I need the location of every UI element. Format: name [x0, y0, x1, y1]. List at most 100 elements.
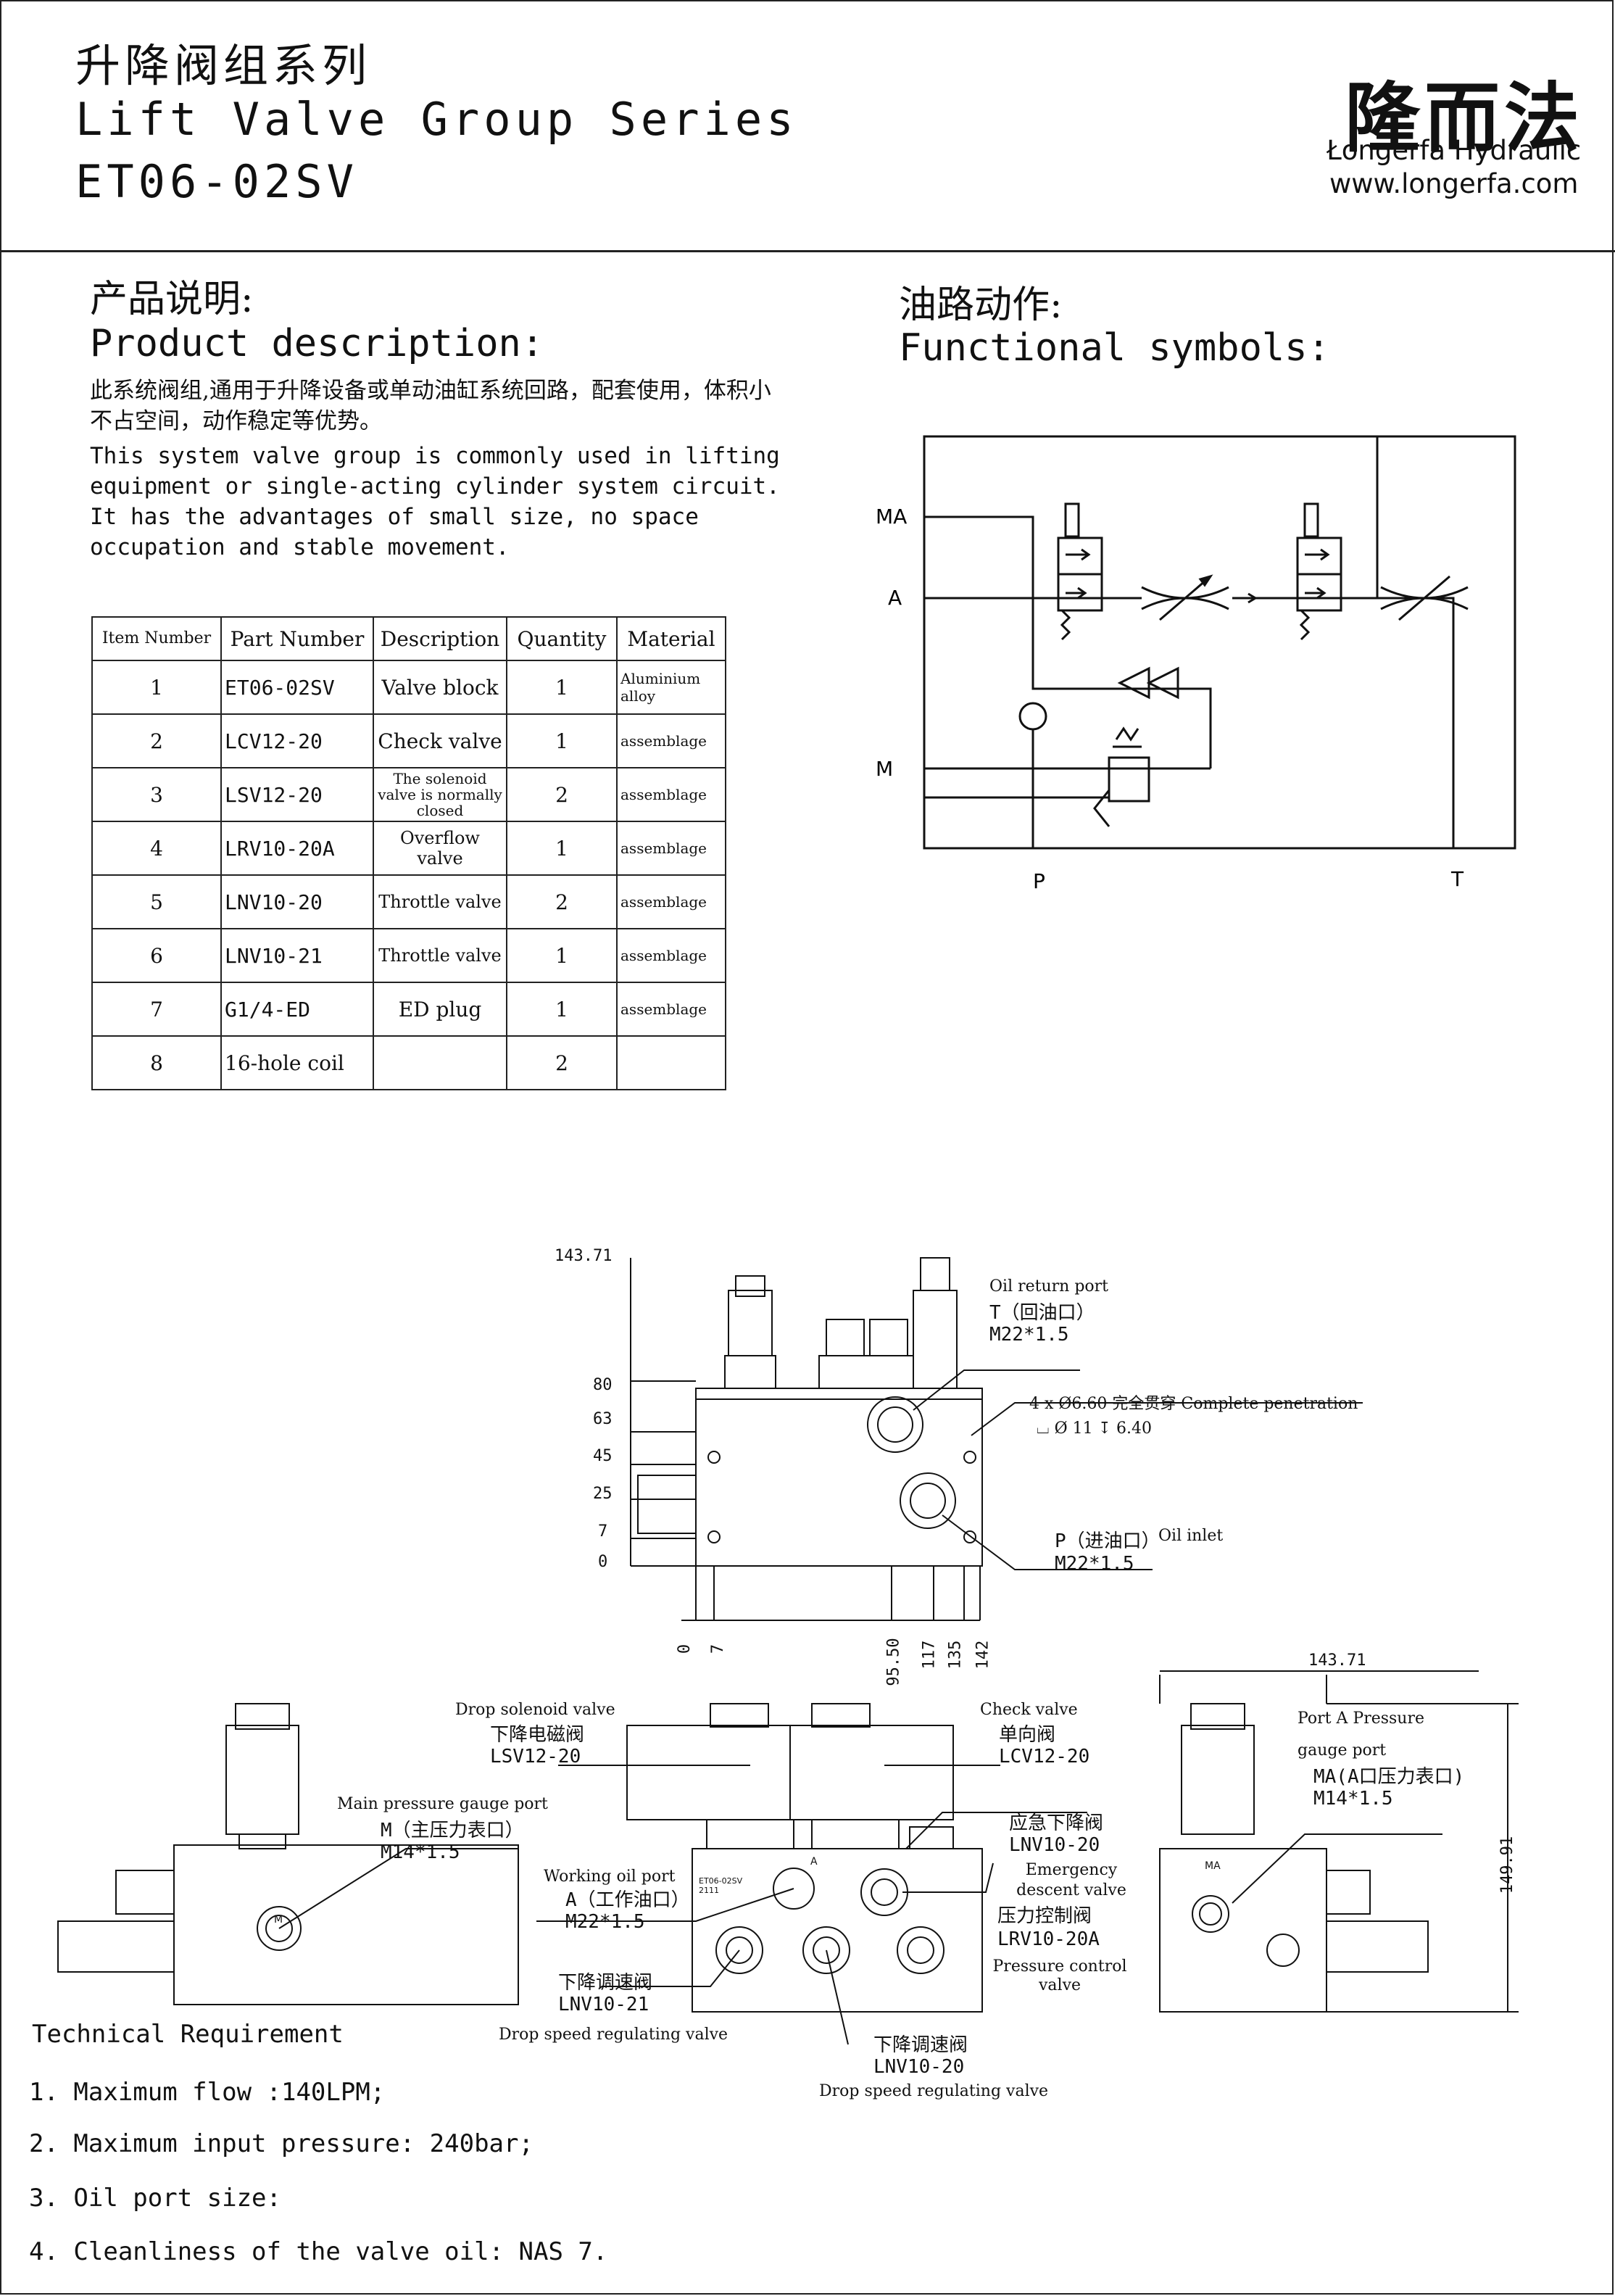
drop-solenoid-label-en: Drop solenoid valve	[455, 1701, 615, 1719]
table-row: 2 LCV12-20 Check valve 1 assemblage	[91, 713, 726, 768]
cell-item: 4	[91, 821, 222, 876]
cell-part: LSV12-20	[220, 767, 374, 822]
emergency-valve-label-cn: 应急下降阀	[1009, 1812, 1104, 1834]
table-row: 4 LRV10-20A Overflow valve 1 assemblage	[91, 821, 726, 876]
symbols-heading-cn: 油路动作:	[899, 283, 1063, 327]
cell-qty: 2	[506, 874, 618, 929]
cell-desc: Overflow valve	[373, 821, 507, 876]
cell-material: assemblage	[616, 821, 726, 876]
cell-material: assemblage	[616, 982, 726, 1037]
cell-item: 3	[91, 767, 222, 822]
t-port-label-en: Oil return port	[989, 1277, 1109, 1296]
requirements-heading: Technical Requirement	[32, 2020, 344, 2049]
t-port-size: M22*1.5	[989, 1324, 1069, 1346]
table-row: 7 G1/4-ED ED plug 1 assemblage	[91, 982, 726, 1037]
emergency-valve-pn: LNV10-20	[1009, 1834, 1100, 1856]
cell-desc: Throttle valve	[373, 928, 507, 983]
brand-logo-cn: 隆而法	[1345, 74, 1585, 162]
port-a-gauge-label-en-2: gauge port	[1298, 1741, 1387, 1760]
cell-part: LRV10-20A	[220, 821, 374, 876]
description-heading-cn: 产品说明:	[90, 278, 254, 321]
cell-desc	[373, 1035, 507, 1090]
main-gauge-label-en: Main pressure gauge port	[337, 1795, 548, 1813]
dim-x-95-50: 95.50	[884, 1638, 903, 1686]
main-gauge-size: M14*1.5	[381, 1841, 460, 1863]
port-a-gauge-label-en-1: Port A Pressure	[1298, 1709, 1425, 1728]
port-label-p: P	[1033, 869, 1045, 893]
valve-block-side-right	[1159, 1848, 1327, 2013]
drop-speed-1-label-cn: 下降调速阀	[558, 1972, 653, 1994]
cell-material: assemblage	[616, 767, 726, 822]
cell-material: assemblage	[616, 874, 726, 929]
title-en: Lift Valve Group Series	[75, 93, 798, 146]
cell-material: assemblage	[616, 928, 726, 983]
main-gauge-label-cn: M（主压力表口）	[381, 1820, 524, 1841]
drop-solenoid-label-cn: 下降电磁阀	[490, 1724, 585, 1746]
requirement-item: 3. Oil port size:	[29, 2184, 281, 2213]
table-header-row: Item Number Part Number Description Quan…	[91, 616, 726, 661]
valve-block-side-left	[173, 1844, 519, 2005]
work-port-size: M22*1.5	[565, 1911, 645, 1933]
dim-x-142: 142	[973, 1640, 992, 1670]
drop-speed-1-pn: LNV10-21	[558, 1994, 649, 2015]
p-port-label-cn: P（进油口）	[1055, 1530, 1161, 1552]
port-mark-a: A	[810, 1856, 818, 1868]
work-port-label-cn: A（工作油口）	[565, 1889, 690, 1911]
drop-speed-2-pn: LNV10-20	[873, 2056, 965, 2078]
dim-x-135: 135	[946, 1640, 965, 1670]
cell-part: G1/4-ED	[220, 982, 374, 1037]
parts-table: Item Number Part Number Description Quan…	[91, 616, 726, 1090]
p-port-size: M22*1.5	[1055, 1553, 1134, 1575]
cell-material	[616, 1035, 726, 1090]
p-port-label-en: Oil inlet	[1158, 1527, 1224, 1545]
cell-part: LNV10-21	[220, 928, 374, 983]
col-item-number: Item Number	[91, 616, 222, 661]
check-valve-label-en: Check valve	[980, 1701, 1078, 1719]
table-row: 1 ET06-02SV Valve block 1 Aluminium allo…	[91, 660, 726, 715]
cell-item: 8	[91, 1035, 222, 1090]
brand-name: Łongerfa Hydraulic	[1327, 135, 1582, 166]
hydraulic-schematic: MA A M P T	[876, 435, 1516, 893]
header-divider	[0, 250, 1615, 252]
cell-qty: 1	[506, 928, 618, 983]
cell-part: LCV12-20	[220, 713, 374, 768]
port-a-gauge-label-cn: MA(A口压力表口)	[1313, 1766, 1465, 1788]
cell-part: LNV10-20	[220, 874, 374, 929]
cell-desc: Check valve	[373, 713, 507, 768]
cell-desc: ED plug	[373, 982, 507, 1037]
requirement-item: 2. Maximum input pressure: 240bar;	[29, 2129, 534, 2158]
table-row: 6 LNV10-21 Throttle valve 1 assemblage	[91, 928, 726, 983]
pressure-control-pn: LRV10-20A	[997, 1928, 1100, 1950]
cell-material: assemblage	[616, 713, 726, 768]
dim-side-width: 143.71	[1308, 1651, 1366, 1670]
dim-x-117: 117	[920, 1640, 939, 1670]
dim-side-height: 149.91	[1498, 1836, 1517, 1894]
port-label-t: T	[1450, 867, 1464, 891]
cell-qty: 1	[506, 821, 618, 876]
title-cn: 升降阀组系列	[75, 39, 372, 92]
cell-desc: Throttle valve	[373, 874, 507, 929]
dim-x-0: 0	[676, 1644, 694, 1654]
cell-part: ET06-02SV	[220, 660, 374, 715]
cell-material: Aluminium alloy	[616, 660, 726, 715]
dim-x-7: 7	[709, 1644, 728, 1654]
dim-total-height: 143.71	[555, 1247, 613, 1265]
dim-7: 7	[598, 1522, 608, 1541]
cell-qty: 2	[506, 767, 618, 822]
cell-desc: The solenoid valve is normally closed	[373, 767, 507, 822]
cell-item: 6	[91, 928, 222, 983]
cell-desc: Valve block	[373, 660, 507, 715]
description-heading-en: Product description:	[90, 322, 544, 365]
check-valve-label-cn: 单向阀	[999, 1724, 1056, 1746]
dim-25: 25	[593, 1485, 613, 1503]
symbols-heading-en: Functional symbols:	[899, 326, 1330, 370]
port-label-a: A	[888, 586, 902, 610]
t-port-label-cn: T（回油口）	[989, 1302, 1095, 1324]
port-mark-m: M	[274, 1914, 283, 1926]
check-valve-pn: LCV12-20	[999, 1746, 1090, 1767]
drop-speed-2-label-en: Drop speed regulating valve	[819, 2082, 1049, 2100]
valve-block-front	[695, 1388, 983, 1567]
dim-0: 0	[598, 1553, 608, 1571]
port-label-m: M	[876, 757, 893, 781]
